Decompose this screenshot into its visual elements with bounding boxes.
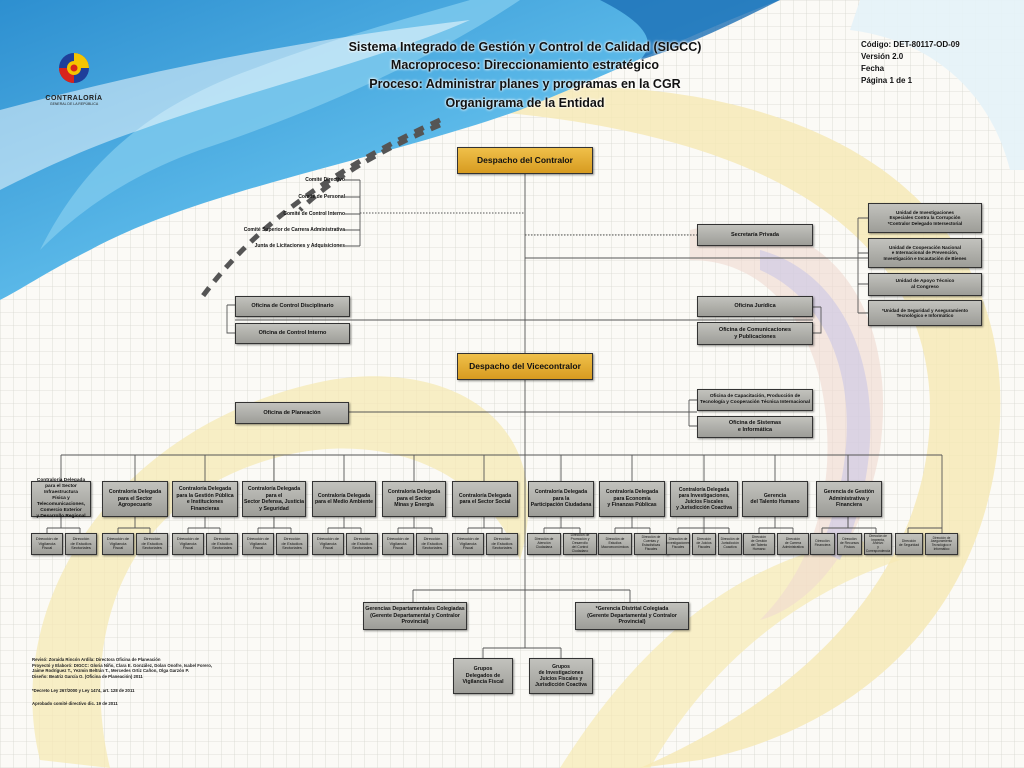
footer-decree: *Decreto Ley 267/2000 y Ley 1474, art. 1… bbox=[32, 688, 135, 693]
box-direccion: Dirección de Estudios Macroeconómicos bbox=[598, 533, 632, 555]
meta-codigo: Código: DET-80117-OD-09 bbox=[861, 40, 960, 49]
box-direccion: Dirección de Jurisdicción Coactiva bbox=[718, 533, 742, 555]
box-direccion: Dirección de Vigilancia Fiscal bbox=[31, 533, 63, 555]
box-delegada: Contraloría Delegada para el Sector Defe… bbox=[242, 481, 306, 517]
box-gerencia-talento-humano: Gerencia del Talento Humano bbox=[742, 481, 808, 517]
committee-item: Comité Superior de Carrera Administrativ… bbox=[243, 227, 345, 233]
box-direccion: Dirección Financiera bbox=[810, 533, 835, 555]
meta-version: Versión 2.0 bbox=[861, 52, 904, 61]
box-direccion: Dirección de Carrera Administrativa bbox=[777, 533, 809, 555]
title-line-1: Sistema Integrado de Gestión y Control d… bbox=[348, 40, 702, 54]
box-direccion: Dirección de Aseguramiento Tecnológico e… bbox=[925, 533, 958, 555]
box-direccion: Dirección de Investigaciones Fiscales bbox=[666, 533, 690, 555]
box-direccion: Dirección de Promoción y Desarrollo del … bbox=[563, 533, 597, 555]
meta-pagina: Página 1 de 1 bbox=[861, 76, 913, 85]
box-direccion: Dirección de Vigilancia Fiscal bbox=[242, 533, 274, 555]
box-oficina-control-interno: Oficina de Control Interno bbox=[235, 323, 350, 344]
box-direccion: Dirección de Vigilancia Fiscal bbox=[382, 533, 414, 555]
box-unidad-apoyo-congreso: Unidad de Apoyo Técnico al Congreso bbox=[868, 273, 982, 296]
box-oficina-capacitacion: Oficina de Capacitación, Producción de T… bbox=[697, 389, 813, 411]
box-delegada: Contraloría Delegada para el Sector Mina… bbox=[382, 481, 446, 517]
committee-item: Comité Directivo bbox=[305, 177, 345, 183]
box-grupos-investigaciones: Grupos de Investigaciones Juicios Fiscal… bbox=[529, 658, 593, 694]
box-direccion: Dirección de Atención Ciudadana bbox=[527, 533, 561, 555]
title-line-2: Macroproceso: Direccionamiento estratégi… bbox=[390, 58, 660, 72]
box-direccion: Dirección de Cuentas y Estadísticas Fisc… bbox=[634, 533, 668, 555]
committee-item: Comité de Personal bbox=[298, 194, 345, 200]
box-unidad-investigaciones: Unidad de Investigaciones Especiales Con… bbox=[868, 203, 982, 233]
box-gerencias-departamentales: Gerencias Departamentales Colegiadas (Ge… bbox=[363, 602, 467, 630]
box-direccion: Dirección de Estudios Sectoriales bbox=[416, 533, 448, 555]
box-oficina-comunicaciones: Oficina de Comunicaciones y Publicacione… bbox=[697, 322, 813, 345]
box-delegada: Contraloría Delegada para Economía y Fin… bbox=[599, 481, 665, 517]
logo: CONTRALORÍA GENERAL DE LA REPÚBLICA bbox=[40, 48, 108, 108]
box-direccion: Dirección de Juicios Fiscales bbox=[692, 533, 716, 555]
box-delegada: Contraloría Delegada para el Sector Soci… bbox=[452, 481, 518, 517]
box-direccion: Dirección de Estudios Sectoriales bbox=[65, 533, 97, 555]
box-delegada: Contraloría Delegada para el Sector Agro… bbox=[102, 481, 168, 517]
box-direccion: Dirección de Vigilancia Fiscal bbox=[312, 533, 344, 555]
meta-fecha: Fecha bbox=[861, 64, 885, 73]
box-direccion: Dirección de Estudios Sectoriales bbox=[276, 533, 308, 555]
committee-item: Comité de Control Interno bbox=[283, 211, 345, 217]
box-delegada: Contraloría Delegada para la Participaci… bbox=[528, 481, 594, 517]
box-unidad-seguridad: *Unidad de Seguridad y Aseguramiento Tec… bbox=[868, 300, 982, 326]
box-delegada: Contraloría Delegada para el Medio Ambie… bbox=[312, 481, 376, 517]
box-delegada: Contraloría Delegada para Investigacione… bbox=[670, 481, 738, 517]
box-direccion: Dirección de Estudios Sectoriales bbox=[346, 533, 378, 555]
title-line-3: Proceso: Administrar planes y programas … bbox=[369, 77, 681, 91]
logo-emblem-icon bbox=[59, 53, 89, 83]
logo-name: CONTRALORÍA bbox=[45, 95, 103, 102]
box-grupos-vigilancia: Grupos Delegados de Vigilancia Fiscal bbox=[453, 658, 513, 694]
box-delegada: Contraloría Delegada para la Gestión Púb… bbox=[172, 481, 238, 517]
box-oficina-planeacion: Oficina de Planeación bbox=[235, 402, 349, 424]
box-unidad-cooperacion: Unidad de Cooperación Nacional e Interna… bbox=[868, 238, 982, 268]
box-despacho-contralor: Despacho del Contralor bbox=[457, 147, 593, 174]
box-secretaria-privada: Secretaría Privada bbox=[697, 224, 813, 246]
box-gerencia-distrital: *Gerencia Distrital Colegiada (Gerente D… bbox=[575, 602, 689, 630]
title-line-4: Organigrama de la Entidad bbox=[445, 96, 605, 110]
box-oficina-juridica: Oficina Jurídica bbox=[697, 296, 813, 317]
box-direccion: Dirección de Seguridad bbox=[895, 533, 923, 555]
box-direccion: Dirección de Gestión del Talento Humano bbox=[743, 533, 775, 555]
box-direccion: Dirección de Estudios Sectoriales bbox=[206, 533, 238, 555]
committee-item: Junta de Licitaciones y Adquisiciones bbox=[254, 243, 345, 249]
box-direccion: Dirección de Vigilancia Fiscal bbox=[172, 533, 204, 555]
box-oficina-sistemas: Oficina de Sistemas e Informática bbox=[697, 416, 813, 438]
box-direccion: Dirección de Estudios Sectoriales bbox=[486, 533, 518, 555]
box-direccion: Dirección de Vigilancia Fiscal bbox=[452, 533, 484, 555]
footer-credits: Revisó: Zoraida Rincón Ardila: Directora… bbox=[32, 657, 213, 679]
box-despacho-vicecontralor: Despacho del Vicecontralor bbox=[457, 353, 593, 380]
box-direccion: Dirección de Estudios Sectoriales bbox=[136, 533, 168, 555]
box-direccion: Dirección de Vigilancia Fiscal bbox=[102, 533, 134, 555]
logo-subtitle: GENERAL DE LA REPÚBLICA bbox=[49, 102, 99, 106]
box-oficina-control-disciplinario: Oficina de Control Disciplinario bbox=[235, 296, 350, 317]
box-direccion: Dirección de Recursos Físicos bbox=[837, 533, 862, 555]
box-gerencia-gestion-administrativa: Gerencia de Gestión Administrativa y Fin… bbox=[816, 481, 882, 517]
box-direccion: Dirección de Imprenta, Archivo y Corresp… bbox=[864, 533, 892, 555]
box-delegada: Contraloría Delegada para el Sector Infr… bbox=[31, 478, 91, 519]
footer-approval: Aprobado comité directivo dic. 19 de 201… bbox=[32, 701, 118, 706]
